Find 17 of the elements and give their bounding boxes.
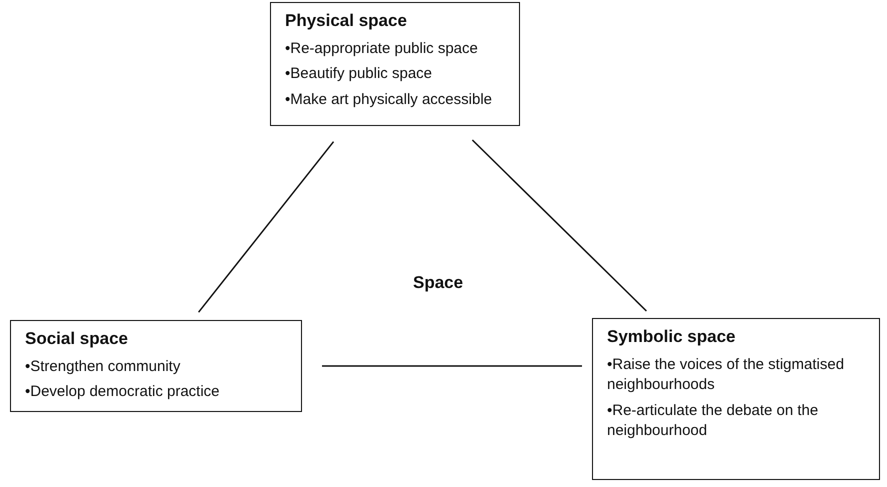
bullet-item: •Re-articulate the debate on the neighbourhood	[607, 400, 820, 441]
text-box	[592, 318, 880, 480]
center-label: Space	[413, 273, 464, 293]
connector-line	[322, 365, 582, 367]
bullet-item: •Raise the voices of the stigmatised neighbourhoods	[607, 355, 846, 396]
box-heading: Physical space	[285, 11, 408, 31]
bullet-item: •Re-appropriate public space	[285, 39, 479, 59]
bullet-item: •Make art physically accessible	[285, 90, 493, 110]
connector-line	[472, 139, 647, 312]
connector-line	[198, 141, 334, 313]
box-heading: Social space	[25, 329, 130, 349]
bullet-item: •Develop democratic practice	[25, 382, 221, 402]
bullet-item: •Strengthen community	[25, 357, 182, 377]
box-heading: Symbolic space	[607, 327, 737, 347]
bullet-item: •Beautify public space	[285, 64, 434, 84]
text-box	[10, 320, 302, 412]
text-box	[270, 2, 520, 126]
